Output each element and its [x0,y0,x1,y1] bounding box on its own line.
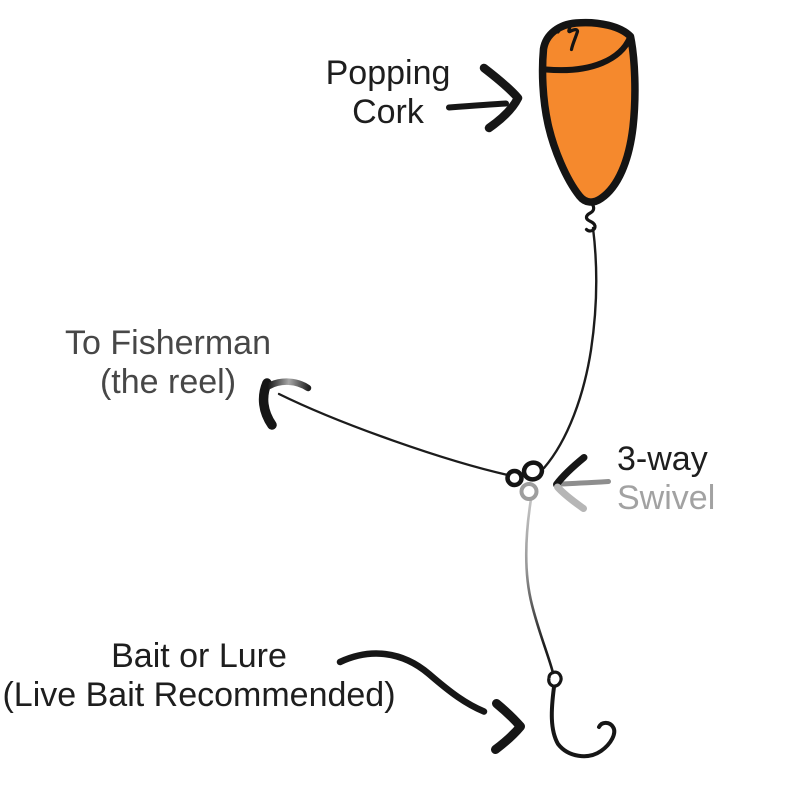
arrow-head [479,63,523,133]
three-way-swivel-label: 3-way Swivel [617,440,715,518]
popping-cork-float [538,18,639,233]
swivel-arrow-shaft [557,479,611,487]
to-fisherman-label: To Fisherman (the reel) [65,324,271,402]
hook-shank-and-bend [549,685,617,759]
swivel-ring-right [521,460,545,482]
arrow-head-vertical-stroke [258,378,277,430]
cork-top-wire [556,23,580,52]
bait-arrow-head [491,699,525,754]
swivel-arrow-icon [553,454,611,512]
swivel-arrow-upper-stroke [553,454,588,488]
popping-cork-label-line1: Popping [325,54,451,92]
cork-bottom-eyelet [582,197,597,233]
leader-line [524,497,555,675]
popping-cork-label-line2: Cork [352,93,424,131]
to-fisherman-arrow-icon [258,378,312,430]
bait-or-lure-label-line2: (Live Bait Recommended) [2,676,396,714]
to-fisherman-label-line1: To Fisherman [65,324,271,362]
three-way-swivel-label-line1: 3-way [617,440,708,478]
arrow-shaft [446,100,509,111]
bait-arrow-icon [336,650,525,754]
swivel-ring-left [505,468,524,488]
swivel-arrow-lower-stroke [554,483,587,512]
popping-cork-arrow-icon [446,63,523,133]
bait-arrow-curve [336,650,488,715]
bait-or-lure-label: Bait or Lure (Live Bait Recommended) [2,637,395,715]
main-line [542,226,598,470]
fishing-hook [547,670,617,759]
three-way-swivel-label-line2: Swivel [617,479,716,517]
bait-or-lure-label-line1: Bait or Lure [111,637,287,675]
three-way-swivel [505,460,545,501]
popping-cork-label: Popping Cork [326,54,451,132]
arrow-head-top-stroke [265,378,312,392]
cork-rim-line [543,34,633,74]
to-fisherman-label-line2: (the reel) [99,363,237,401]
hook-eye [547,670,563,688]
line-to-fisherman [277,392,512,477]
swivel-ring-bottom [519,482,539,501]
